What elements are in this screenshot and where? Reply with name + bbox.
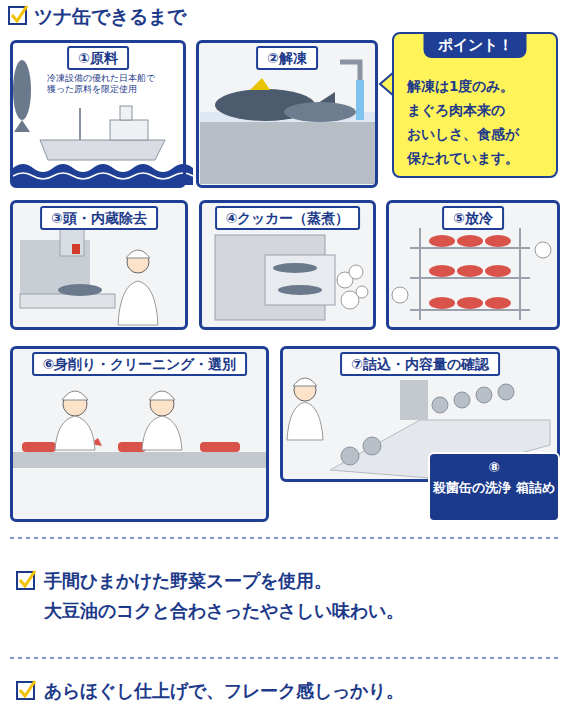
step-heading: ①原料 xyxy=(67,46,129,70)
process-box: ①原料冷凍設備の優れた日本船で 獲った原料を限定使用 xyxy=(10,40,186,188)
step-heading: ⑦詰込・内容量の確認 xyxy=(340,352,500,376)
process-box: ③頭・内蔵除去 xyxy=(10,200,188,330)
process-box: ②解凍 xyxy=(196,40,378,188)
step-heading: ③頭・内蔵除去 xyxy=(40,206,158,230)
step-heading: ⑥身削り・クリーニング・選別 xyxy=(32,352,248,376)
point-callout: ポイント！ 解凍は1度のみ。 まぐろ肉本来の おいしさ、食感が 保たれています。 xyxy=(392,32,558,178)
step-heading: ④クッカー（蒸煮） xyxy=(215,206,361,230)
step-note: 冷凍設備の優れた日本船で 獲った原料を限定使用 xyxy=(47,73,169,95)
feature-note: あらほぐし仕上げで、フレーク感しっかり。 xyxy=(44,676,559,706)
callout-body: 解凍は1度のみ。 まぐろ肉本来の おいしさ、食感が 保たれています。 xyxy=(407,74,547,170)
process-box: ⑤放冷 xyxy=(386,200,560,330)
process-box: ⑥身削り・クリーニング・選別 xyxy=(10,346,269,522)
feature-note: 手間ひまかけた野菜スープを使用。 大豆油のコクと合わさったやさしい味わい。 xyxy=(44,566,559,626)
final-step-box: ⑧ 殺菌缶の洗浄 箱詰め xyxy=(428,452,560,522)
process-box: ④クッカー（蒸煮） xyxy=(199,200,376,330)
step-heading: ⑤放冷 xyxy=(442,206,504,230)
step-heading: 殺菌缶の洗浄 箱詰め xyxy=(430,478,558,498)
callout-heading: ポイント！ xyxy=(424,32,527,58)
step-heading: ②解凍 xyxy=(256,46,318,70)
step-number: ⑧ xyxy=(430,458,558,476)
diagram-title: ツナ缶できるまで xyxy=(34,4,186,28)
